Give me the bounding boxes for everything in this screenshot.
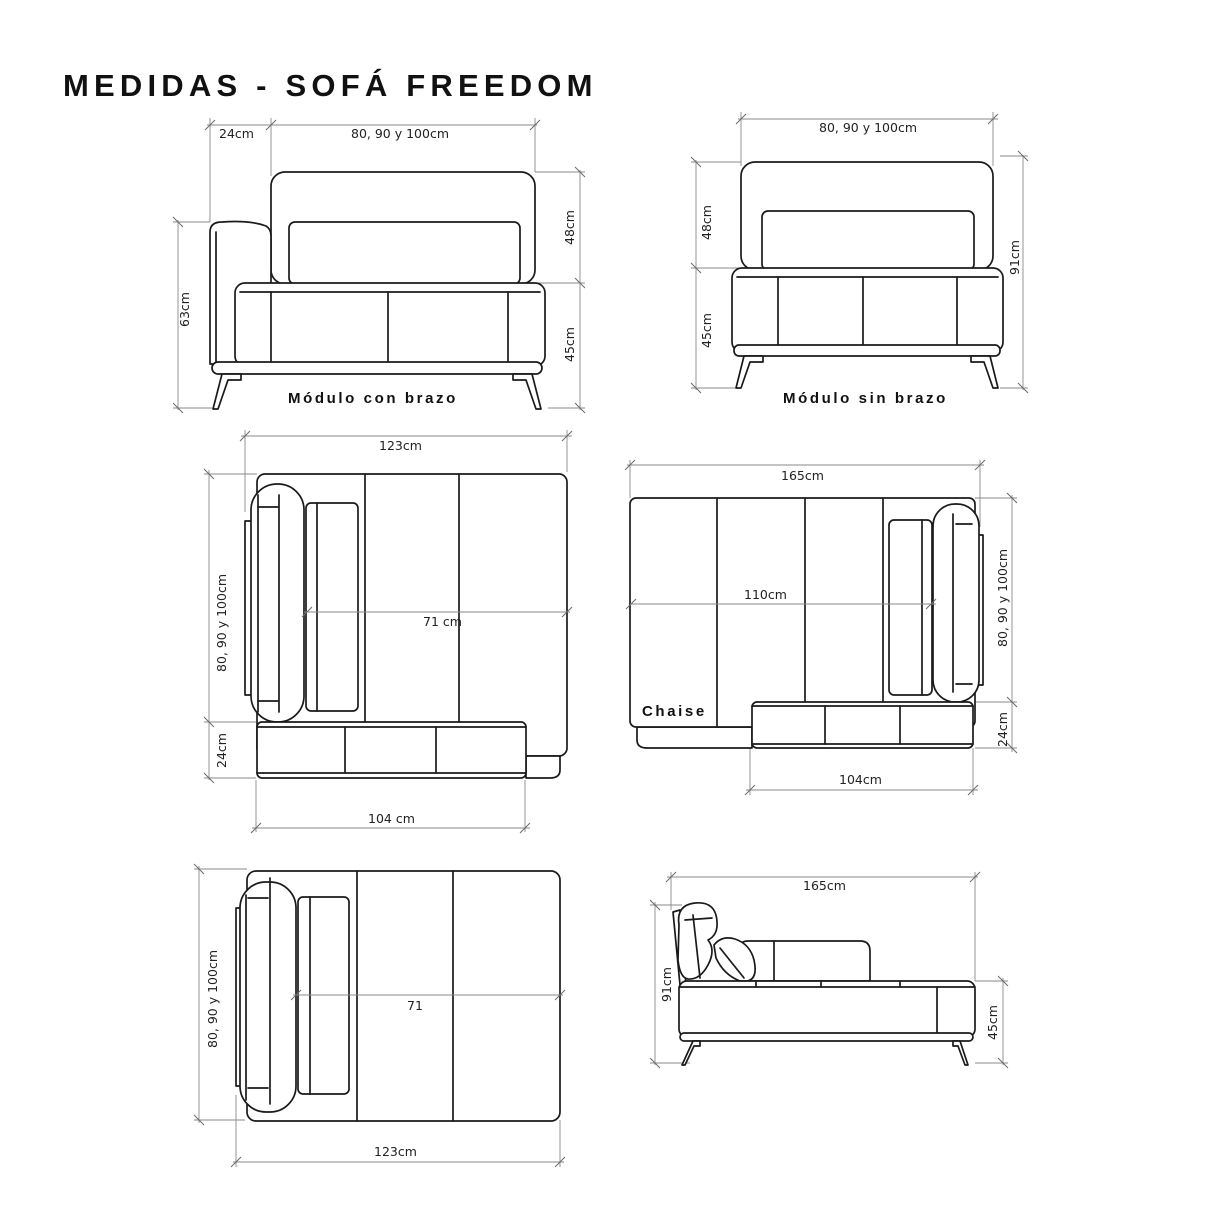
dim-seat-height: 45cm [985,1005,1000,1040]
side-view-chaise: 165cm 91cm 45cm [649,871,1009,1069]
dim-length: 165cm [803,878,846,893]
dim-seat-height: 45cm [562,327,577,362]
dim-total-height: 91cm [659,967,674,1002]
dim-seat-height: 45cm [699,313,714,348]
dim-depth: 80, 90 y 100cm [214,574,229,672]
dim-total-width: 123cm [379,438,422,453]
dim-seat-depth: 71 cm [423,614,462,629]
dim-back-depth: 24cm [995,712,1010,747]
dim-back-height: 48cm [562,210,577,245]
caption-without-arm: Módulo sin brazo [783,390,948,407]
top-view-corner: 123cm 71 cm 80, 90 y 100cm 24cm 104 cm [203,430,573,834]
front-view-with-arm: 24cm 80, 90 y 100cm 48cm 45cm 63cm Módul… [172,118,586,414]
dim-total-length: 165cm [781,468,824,483]
dim-width: 80, 90 y 100cm [819,120,917,135]
dim-arm-width: 24cm [219,126,254,141]
dim-depth: 80, 90 y 100cm [205,950,220,1048]
dim-back-width: 104cm [839,772,882,787]
dim-total-height: 91cm [1007,240,1022,275]
dim-back-height: 48cm [699,205,714,240]
dim-width: 80, 90 y 100cm [995,549,1010,647]
top-view-chaise: 165cm 110cm 80, 90 y 100cm 24cm 104cm Ch… [624,459,1018,796]
top-view-module: 71 80, 90 y 100cm 123cm [193,863,566,1168]
dim-seat-depth: 71 [407,998,423,1013]
dim-seat-length: 110cm [744,587,787,602]
dim-seat-width: 80, 90 y 100cm [351,126,449,141]
caption-with-arm: Módulo con brazo [288,390,458,407]
page-title: MEDIDAS - SOFÁ FREEDOM [63,68,598,103]
dim-back-depth: 24cm [214,733,229,768]
front-view-without-arm: 80, 90 y 100cm 48cm 45cm 91cm Módulo sin… [690,112,1029,407]
dim-arm-height: 63cm [177,292,192,327]
chaise-label: Chaise [642,703,707,720]
dim-back-width: 104 cm [368,811,415,826]
dim-total-width: 123cm [374,1144,417,1159]
